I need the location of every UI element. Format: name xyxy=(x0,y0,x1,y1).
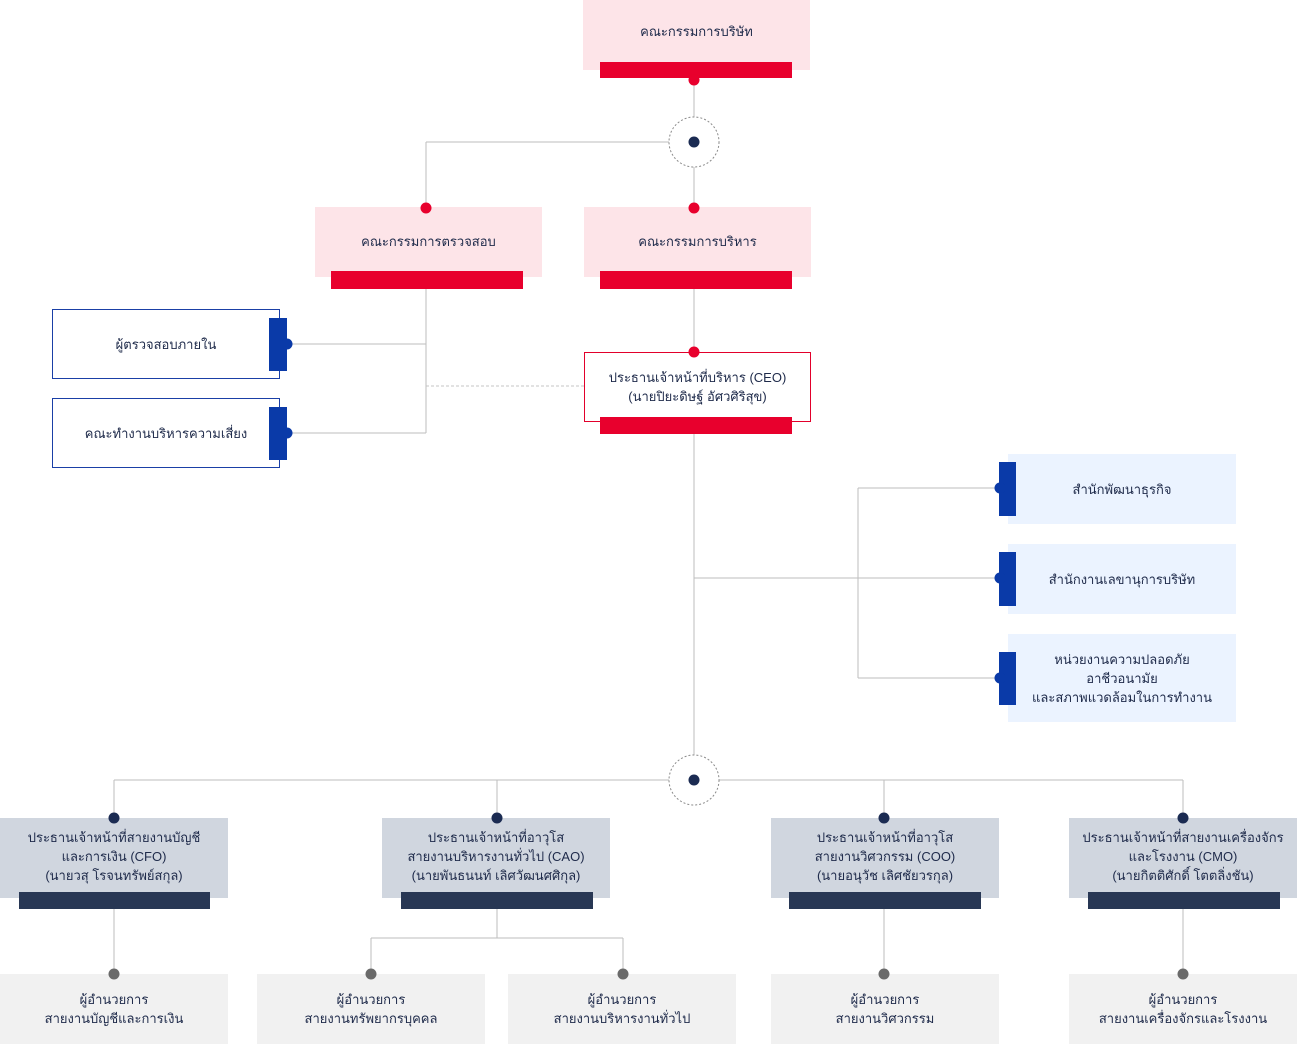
risk-working-group-tab xyxy=(269,407,287,460)
business-development-office-node: สำนักพัฒนาธุรกิจ xyxy=(1008,454,1236,524)
safety-unit-line1: หน่วยงานความปลอดภัย xyxy=(1054,651,1190,667)
cao-line1: ประธานเจ้าหน้าที่อาวุโส xyxy=(427,829,565,845)
director-node-human-resources: ผู้อำนวยการ สายงานทรัพยากรบุคคล xyxy=(257,974,485,1044)
board-bar xyxy=(600,62,792,78)
director-division: สายงานเครื่องจักรและโรงงาน xyxy=(1098,1011,1268,1026)
director-title: ผู้อำนวยการ xyxy=(587,992,657,1007)
director-title: ผู้อำนวยการ xyxy=(79,992,149,1007)
internal-auditor-label: ผู้ตรวจสอบภายใน xyxy=(115,336,217,352)
executive-committee-node: คณะกรรมการบริหาร xyxy=(584,207,811,277)
audit-committee-bar xyxy=(331,271,523,289)
junction-dot-bottom xyxy=(688,774,700,786)
safety-unit-tab xyxy=(999,652,1016,705)
safety-unit-line2: อาชีวอนามัย xyxy=(1086,670,1158,686)
cao-line3: (นายพันธนนท์ เลิศวัฒนศศิกุล) xyxy=(411,867,581,883)
cao-bar xyxy=(401,892,593,909)
ceo-name: (นายปิยะดิษฐ์ อัศวศิริสุข) xyxy=(628,389,767,404)
safety-unit-node: หน่วยงานความปลอดภัย อาชีวอนามัย และสภาพแ… xyxy=(1008,634,1236,722)
director-node-general-administration: ผู้อำนวยการ สายงานบริหารงานทั่วไป xyxy=(508,974,736,1044)
executive-committee-label: คณะกรรมการบริหาร xyxy=(638,233,757,249)
cfo-line1: ประธานเจ้าหน้าที่สายงานบัญชี xyxy=(27,829,201,845)
director-division: สายงานบริหารงานทั่วไป xyxy=(553,1011,691,1026)
director-node-accounting-finance: ผู้อำนวยการ สายงานบัญชีและการเงิน xyxy=(0,974,228,1044)
cmo-node: ประธานเจ้าหน้าที่สายงานเครื่องจักร และโร… xyxy=(1069,818,1297,898)
coo-node: ประธานเจ้าหน้าที่อาวุโส สายงานวิศวกรรม (… xyxy=(771,818,999,898)
cmo-bar xyxy=(1088,892,1280,909)
director-division: สายงานทรัพยากรบุคคล xyxy=(304,1011,438,1026)
audit-committee-node: คณะกรรมการตรวจสอบ xyxy=(315,207,542,277)
cao-node: ประธานเจ้าหน้าที่อาวุโส สายงานบริหารงานท… xyxy=(382,818,610,898)
risk-working-group-label: คณะทำงานบริหารความเสี่ยง xyxy=(84,425,248,441)
coo-line2: สายงานวิศวกรรม (COO) xyxy=(814,848,956,864)
director-title: ผู้อำนวยการ xyxy=(1148,992,1218,1007)
director-title: ผู้อำนวยการ xyxy=(850,992,920,1007)
audit-committee-label: คณะกรรมการตรวจสอบ xyxy=(361,233,496,249)
director-node-machinery-plant: ผู้อำนวยการ สายงานเครื่องจักรและโรงงาน xyxy=(1069,974,1297,1044)
board-node: คณะกรรมการบริษัท xyxy=(583,0,810,70)
junction-dot-top xyxy=(688,136,700,148)
director-division: สายงานบัญชีและการเงิน xyxy=(44,1011,184,1026)
director-division: สายงานวิศวกรรม xyxy=(835,1011,935,1026)
business-development-office-label: สำนักพัฒนาธุรกิจ xyxy=(1072,481,1172,497)
ceo-title: ประธานเจ้าหน้าที่บริหาร (CEO) xyxy=(608,370,787,385)
company-secretary-office-label: สำนักงานเลขานุการบริษัท xyxy=(1048,571,1196,587)
ceo-bar xyxy=(600,417,792,434)
cao-line2: สายงานบริหารงานทั่วไป (CAO) xyxy=(407,848,585,864)
cfo-line2: และการเงิน (CFO) xyxy=(61,848,167,864)
internal-auditor-tab xyxy=(269,318,287,371)
cfo-bar xyxy=(19,892,210,909)
director-node-engineering: ผู้อำนวยการ สายงานวิศวกรรม xyxy=(771,974,999,1044)
company-secretary-office-node: สำนักงานเลขานุการบริษัท xyxy=(1008,544,1236,614)
cmo-line3: (นายกิตติศักดิ์ โตตลิ่งชัน) xyxy=(1112,867,1254,883)
safety-unit-line3: และสภาพแวดล้อมในการทำงาน xyxy=(1032,689,1212,705)
board-label: คณะกรรมการบริษัท xyxy=(640,23,753,39)
cfo-node: ประธานเจ้าหน้าที่สายงานบัญชี และการเงิน … xyxy=(0,818,228,898)
risk-working-group-node: คณะทำงานบริหารความเสี่ยง xyxy=(52,398,280,468)
coo-line1: ประธานเจ้าหน้าที่อาวุโส xyxy=(816,829,954,845)
company-secretary-office-tab xyxy=(999,552,1016,606)
coo-line3: (นายอนุวัช เลิศชัยวรกุล) xyxy=(816,867,954,883)
cmo-line2: และโรงงาน (CMO) xyxy=(1128,848,1238,864)
business-development-office-tab xyxy=(999,462,1016,516)
cfo-line3: (นายวสุ โรจนทรัพย์สกุล) xyxy=(45,867,183,883)
director-title: ผู้อำนวยการ xyxy=(336,992,406,1007)
executive-committee-bar xyxy=(600,271,792,289)
internal-auditor-node: ผู้ตรวจสอบภายใน xyxy=(52,309,280,379)
coo-bar xyxy=(789,892,981,909)
ceo-node: ประธานเจ้าหน้าที่บริหาร (CEO) (นายปิยะดิ… xyxy=(584,352,811,422)
cmo-line1: ประธานเจ้าหน้าที่สายงานเครื่องจักร xyxy=(1082,829,1284,845)
